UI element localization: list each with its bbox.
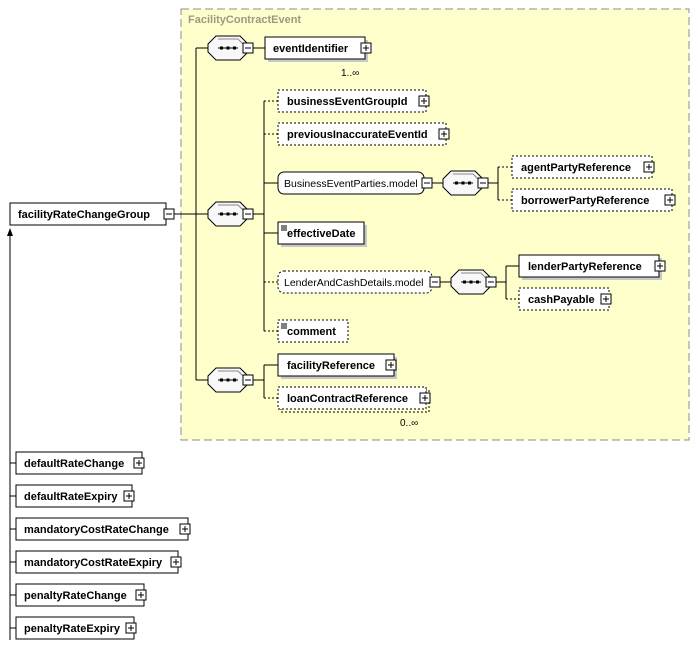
expand-icon[interactable] [170,556,182,568]
simple-type-icon [281,225,287,231]
sequence-icon [442,170,484,196]
element-loan-contract-reference[interactable]: loanContractReference [277,386,431,413]
element-lender-party-reference[interactable]: lenderPartyReference [518,254,666,280]
group-lender-and-cash-details-model[interactable]: LenderAndCashDetails.model [277,270,441,294]
root-element-label: facilityRateChangeGroup [18,209,150,221]
derived-connectors [10,462,16,629]
element-business-event-group-id[interactable]: businessEventGroupId [277,89,430,113]
facility-contract-event-group-box [180,8,690,441]
element-comment[interactable]: comment [277,319,349,343]
expand-icon[interactable] [385,359,397,371]
derived-type-label: penaltyRateChange [24,590,127,602]
collapse-icon[interactable] [242,208,254,220]
collapse-icon[interactable] [421,177,433,189]
sequence-icon [207,35,249,61]
derived-type-mandatory-cost-rate-change[interactable]: mandatoryCostRateChange [15,517,191,541]
element-agent-party-reference[interactable]: agentPartyReference [511,155,655,179]
element-label: lenderPartyReference [528,261,642,273]
element-label: loanContractReference [287,393,408,405]
expand-icon[interactable] [419,392,431,404]
element-previous-inaccurate-event-id[interactable]: previousInaccurateEventId [277,122,450,146]
element-facility-reference[interactable]: facilityReference [277,353,397,379]
sequence-icon [207,367,249,393]
element-label: effectiveDate [287,228,355,240]
derived-type-mandatory-cost-rate-expiry[interactable]: mandatoryCostRateExpiry [15,550,182,574]
element-event-identifier[interactable]: eventIdentifier [264,36,372,62]
group-ref-label: LenderAndCashDetails.model [284,277,424,289]
expand-icon[interactable] [654,260,666,272]
derived-type-label: defaultRateChange [24,458,124,470]
expand-icon[interactable] [135,589,147,601]
collapse-icon[interactable] [485,276,497,288]
derived-type-label: mandatoryCostRateChange [24,524,169,536]
derived-type-default-rate-change[interactable]: defaultRateChange [15,451,145,475]
element-label: facilityReference [287,360,375,372]
cardinality-label: 1..∞ [341,68,359,79]
derived-type-penalty-rate-change[interactable]: penaltyRateChange [15,583,147,607]
connector-lines [9,47,519,640]
element-borrower-party-reference[interactable]: borrowerPartyReference [511,188,676,212]
collapse-icon[interactable] [163,208,175,220]
collapse-icon[interactable] [477,177,489,189]
expand-icon[interactable] [179,523,191,535]
expand-icon[interactable] [418,95,430,107]
derived-type-label: defaultRateExpiry [24,491,118,503]
group-ref-label: BusinessEventParties.model [284,178,418,190]
element-label: agentPartyReference [521,162,631,174]
element-label: eventIdentifier [273,43,349,55]
element-label: cashPayable [528,294,595,306]
expand-icon[interactable] [664,194,676,206]
simple-type-icon [281,323,287,329]
cardinality-label: 0..∞ [400,418,418,429]
derived-type-penalty-rate-expiry[interactable]: penaltyRateExpiry [15,616,137,640]
group-business-event-parties-model[interactable]: BusinessEventParties.model [277,171,433,195]
collapse-icon[interactable] [242,42,254,54]
element-label: businessEventGroupId [287,96,407,108]
element-label: previousInaccurateEventId [287,129,428,141]
sequence-icon [450,269,492,295]
element-effective-date[interactable]: effectiveDate [277,221,367,247]
element-cash-payable[interactable]: cashPayable [518,287,612,311]
root-element-facility-rate-change-group[interactable]: facilityRateChangeGroup [9,202,175,226]
expand-icon[interactable] [600,293,612,305]
expand-icon[interactable] [133,457,145,469]
element-label: comment [287,326,336,338]
expand-icon[interactable] [360,42,372,54]
derived-type-label: mandatoryCostRateExpiry [24,557,163,569]
inheritance-arrow-icon [7,228,13,236]
derived-type-default-rate-expiry[interactable]: defaultRateExpiry [15,484,135,508]
expand-icon[interactable] [123,490,135,502]
collapse-icon[interactable] [242,374,254,386]
derived-type-label: penaltyRateExpiry [24,623,121,635]
sequence-icon [207,201,249,227]
expand-icon[interactable] [125,622,137,634]
expand-icon[interactable] [643,161,655,173]
element-label: borrowerPartyReference [521,195,649,207]
group-title: FacilityContractEvent [188,14,301,26]
expand-icon[interactable] [438,128,450,140]
collapse-icon[interactable] [429,276,441,288]
